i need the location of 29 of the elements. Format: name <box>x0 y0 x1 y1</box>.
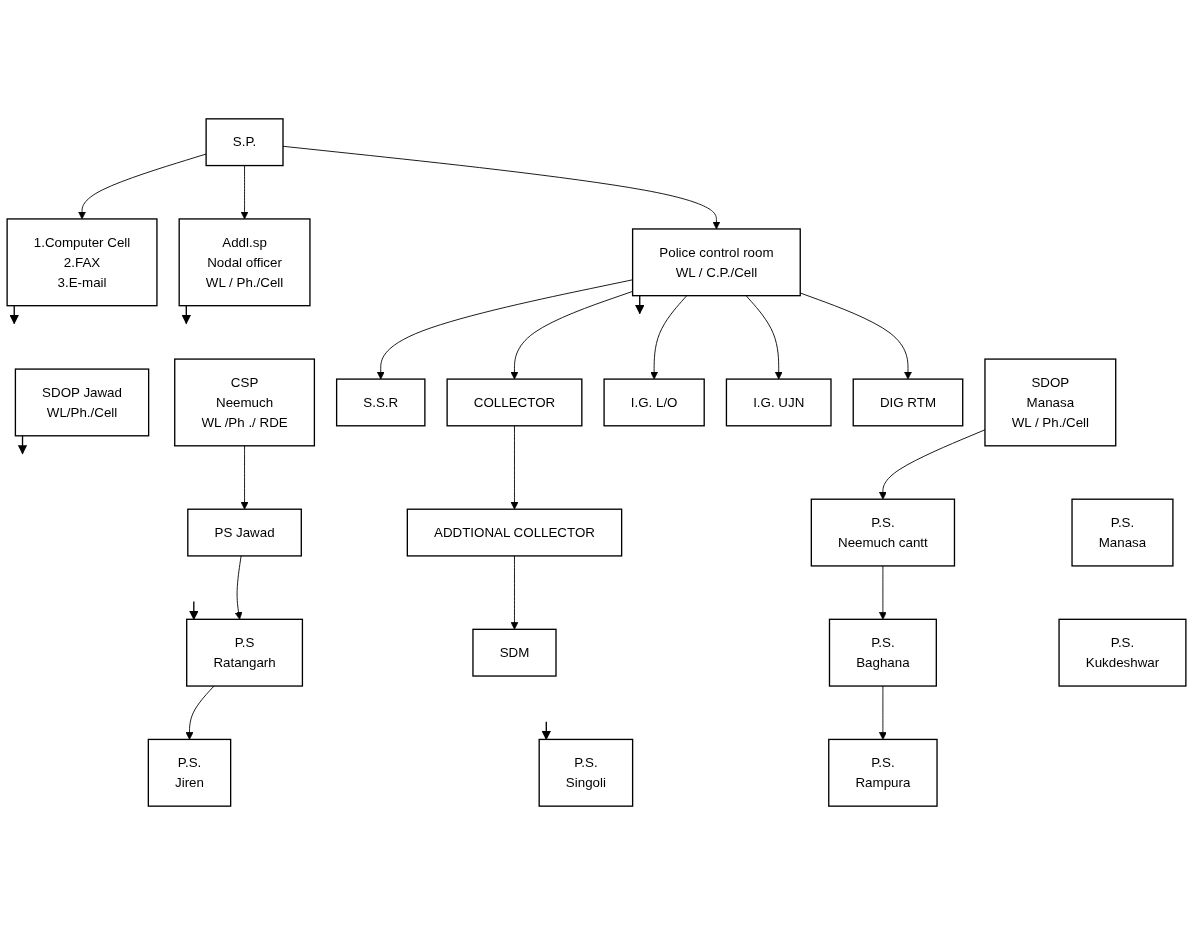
node-box: DIG RTM <box>852 378 964 427</box>
node-box: PS Jawad <box>187 508 302 557</box>
node-box: 1.Computer Cell 2.FAX 3.E-mail <box>6 218 158 307</box>
node-box: I.G. UJN <box>725 378 832 427</box>
node-box: S.P. <box>205 118 284 167</box>
node-box: SDOP Jawad WL/Ph./Cell <box>14 368 150 437</box>
node-box: P.S. Singoli <box>538 738 634 807</box>
node-box: P.S. Neemuch cantt <box>810 498 956 567</box>
node-box: P.S. Baghana <box>828 618 937 687</box>
node-box: S.S.R <box>335 378 426 427</box>
node-box: COLLECTOR <box>446 378 583 427</box>
node-box: P.S Ratangarh <box>186 618 304 687</box>
node-box: Addl.sp Nodal officer WL / Ph./Cell <box>178 218 311 307</box>
arrow <box>181 305 191 325</box>
arrow <box>635 295 645 315</box>
node-box: P.S. Kukdeshwar <box>1058 618 1187 687</box>
node-box: P.S. Rampura <box>828 738 938 807</box>
arrow <box>9 305 19 325</box>
node-box: CSP Neemuch WL /Ph ./ RDE <box>174 358 316 447</box>
node-box: SDOP Manasa WL / Ph./Cell <box>984 358 1117 447</box>
node-box: P.S. Jiren <box>147 738 232 807</box>
arrow <box>189 600 199 621</box>
node-box: Police control room WL / C.P./Cell <box>631 228 801 297</box>
arrow <box>17 435 28 455</box>
node-box: P.S. Manasa <box>1071 498 1174 567</box>
node-box: ADDTIONAL COLLECTOR <box>406 508 623 557</box>
node-box: SDM <box>472 628 557 677</box>
arrow <box>541 720 551 741</box>
node-box: I.G. L/O <box>603 378 705 427</box>
